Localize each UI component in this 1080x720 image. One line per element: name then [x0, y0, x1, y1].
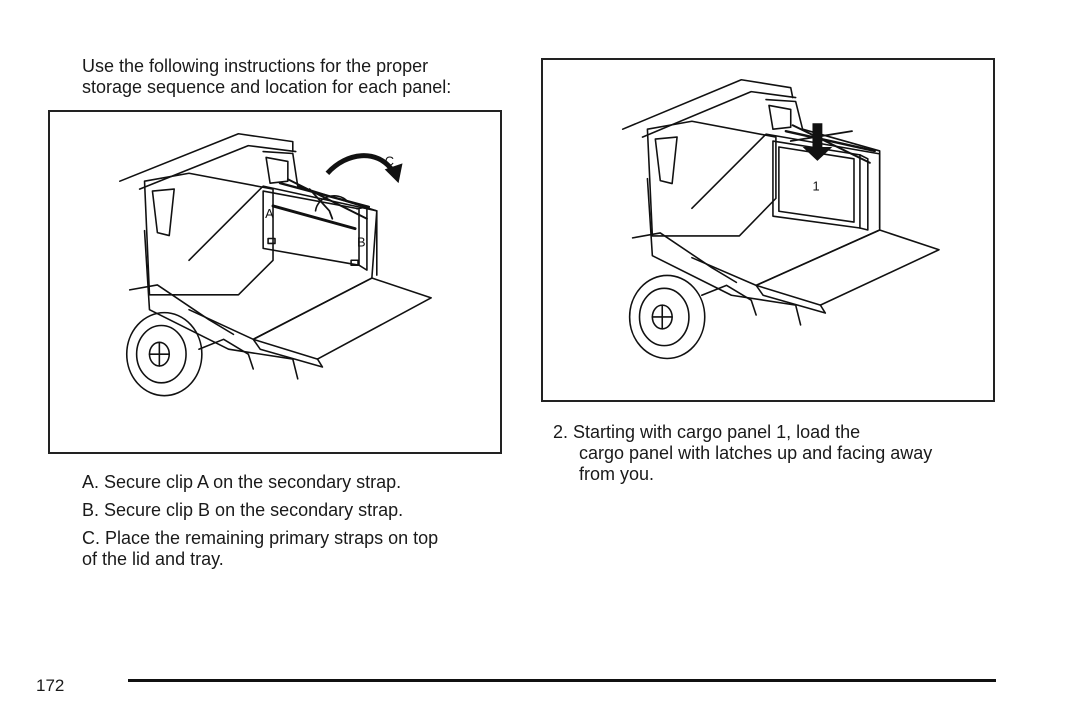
page-number: 172 [36, 676, 65, 695]
step-2-text: 2. Starting with cargo panel 1, load the… [553, 422, 932, 485]
step-2-line-3: from you. [579, 464, 655, 484]
step-2-line-1: 2. Starting with cargo panel 1, load the [553, 422, 861, 442]
step-c-line-1: C. Place the remaining primary straps on… [82, 528, 439, 548]
step-b-text: B. Secure clip B on the secondary strap. [82, 500, 403, 521]
label-a: A [265, 206, 274, 221]
intro-line-2: storage sequence and location for each p… [82, 77, 452, 97]
label-panel-1: 1 [812, 178, 819, 193]
intro-text: Use the following instructions for the p… [82, 56, 451, 98]
intro-line-1: Use the following instructions for the p… [82, 56, 429, 76]
step-a-text: A. Secure clip A on the secondary strap. [82, 472, 401, 493]
label-b: B [357, 234, 366, 249]
truck-bed-figure-right: 1 [541, 58, 995, 402]
label-c: C [385, 153, 394, 168]
step-b-label: B. Secure clip B on the secondary strap. [82, 500, 404, 520]
truck-bed-figure-left: A B C [48, 110, 502, 454]
step-a-label: A. Secure clip A on the secondary strap. [82, 472, 402, 492]
step-2-line-2: cargo panel with latches up and facing a… [579, 443, 933, 463]
truck-bed-illustration-right: 1 [621, 78, 940, 360]
down-arrow-icon [802, 123, 833, 161]
arrow-icon [325, 153, 394, 176]
truck-bed-illustration-left: A B C [119, 132, 432, 397]
footer-rule [128, 679, 996, 682]
step-c-line-2: of the lid and tray. [82, 549, 224, 569]
step-c-text: C. Place the remaining primary straps on… [82, 528, 438, 570]
